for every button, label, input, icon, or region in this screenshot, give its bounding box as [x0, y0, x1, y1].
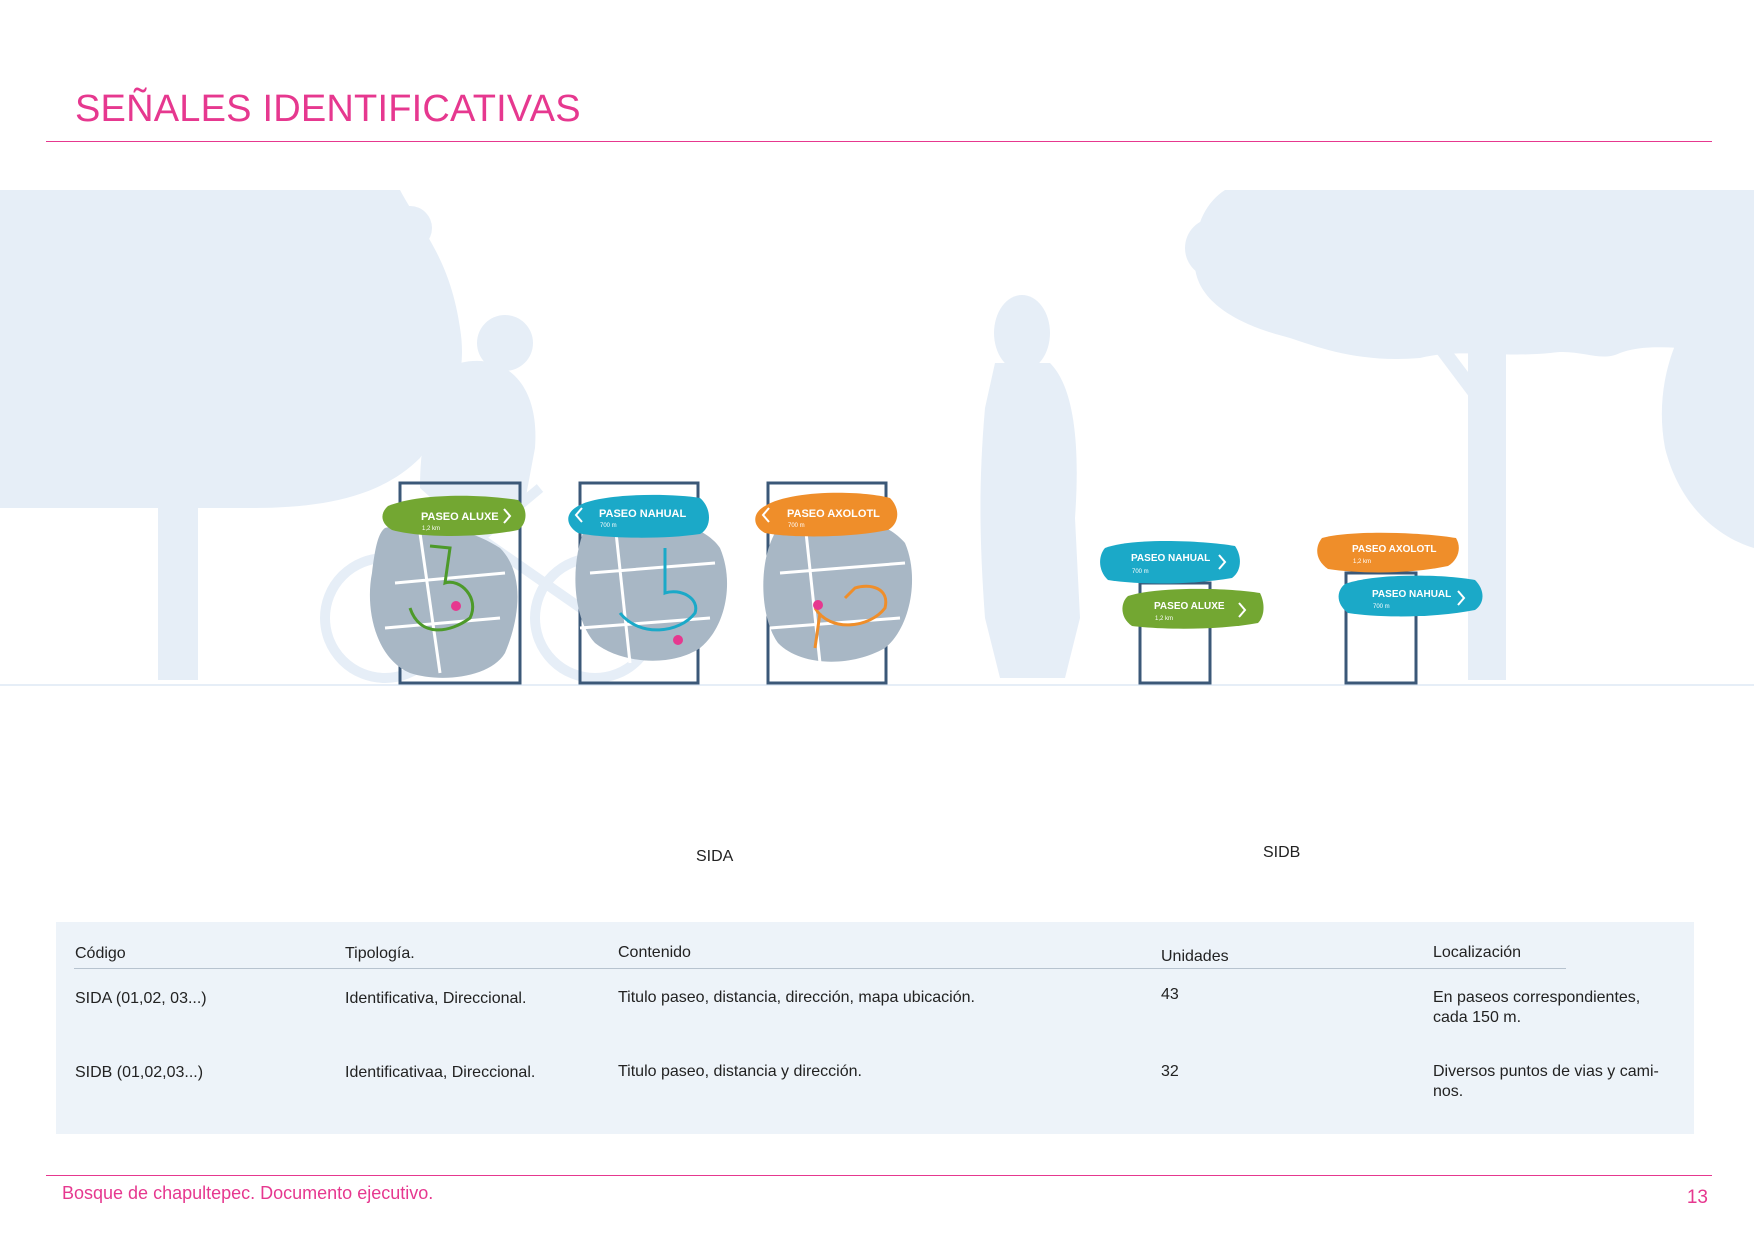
- cell-codigo: SIDA (01,02, 03...): [75, 990, 207, 1007]
- tree-right-branch: [1410, 308, 1480, 398]
- sign-distance: 700 m: [1132, 569, 1149, 575]
- tree-right-fruit: [1185, 218, 1245, 278]
- location-marker: [813, 600, 823, 610]
- sign-distance: 1,2 km: [1353, 559, 1371, 565]
- sign-title: PASEO ALUXE: [1154, 601, 1225, 612]
- tree-right: [1194, 190, 1754, 359]
- sidb-sign-1: PASEO NAHUAL 700 m PASEO ALUXE 1,2 km: [1100, 541, 1264, 685]
- tree-left-fruit: [388, 206, 432, 250]
- header-localizacion: Localización: [1433, 944, 1522, 961]
- cell-unidades: 32: [1161, 1063, 1179, 1080]
- sign-distance: 1,2 km: [1155, 616, 1173, 622]
- signage-illustration: PASEO ALUXE 1,2 km PASEO NAHUAL 700 m PA…: [0, 190, 1754, 686]
- route-line: [813, 584, 888, 649]
- sign-blade: [382, 495, 526, 536]
- sign-distance: 700 m: [600, 523, 617, 529]
- header-unidades: Unidades: [1161, 948, 1229, 965]
- tree-left: [0, 190, 462, 508]
- woman-head: [994, 295, 1050, 371]
- sign-title: PASEO NAHUAL: [599, 508, 686, 520]
- cell-tipologia: Identificativaa, Direccional.: [345, 1064, 536, 1081]
- sign-blade-axolotl: [1317, 532, 1459, 573]
- sign-title: PASEO ALUXE: [421, 511, 499, 523]
- sign-title: PASEO AXOLOTL: [1352, 544, 1436, 555]
- tree-left-trunk: [158, 488, 198, 680]
- sida-label: SIDA: [696, 848, 734, 865]
- chevron-right-icon: [1218, 554, 1227, 570]
- spec-table: Código Tipología. Contenido Unidades Loc…: [56, 922, 1694, 1134]
- sign-blade-nahual: [1338, 575, 1483, 617]
- sign-title: PASEO NAHUAL: [1372, 589, 1451, 600]
- route-line: [408, 544, 475, 632]
- chevron-left-icon: [574, 507, 583, 523]
- sign-title: PASEO AXOLOTL: [787, 508, 880, 520]
- location-map: [763, 516, 913, 662]
- sign-distance: 1,2 km: [422, 526, 440, 532]
- sign-blade-nahual: [1100, 541, 1240, 584]
- header-tipologia: Tipología.: [345, 945, 415, 962]
- sign-blade: [755, 492, 898, 537]
- page-number: 13: [1686, 1187, 1708, 1208]
- location-marker: [673, 635, 683, 645]
- cell-contenido: Titulo paseo, distancia y dirección.: [618, 1063, 862, 1080]
- title-divider: [46, 141, 1712, 142]
- chevron-left-icon: [761, 507, 770, 523]
- sign-post-frame: [1344, 571, 1418, 685]
- location-map: [369, 524, 518, 678]
- tree-far-right: [1661, 258, 1754, 548]
- map-roads: [384, 532, 506, 674]
- chevron-right-icon: [1457, 590, 1466, 606]
- page-title: SEÑALES IDENTIFICATIVAS: [75, 88, 581, 130]
- sidb-sign-2: PASEO AXOLOTL 1,2 km PASEO NAHUAL 700 m: [1317, 532, 1483, 685]
- ground-line: [0, 684, 1754, 686]
- sidb-label: SIDB: [1263, 844, 1301, 861]
- sign-blade: [568, 494, 709, 538]
- cell-codigo: SIDB (01,02,03...): [75, 1064, 204, 1081]
- cyclist-head: [477, 315, 533, 371]
- cell-unidades: 43: [1161, 986, 1179, 1003]
- header-codigo: Código: [75, 945, 126, 962]
- cell-contenido: Titulo paseo, distancia, dirección, mapa…: [618, 989, 975, 1006]
- chevron-right-icon: [503, 508, 512, 524]
- sign-blade-aluxe: [1122, 588, 1264, 629]
- sign-distance: 700 m: [788, 523, 805, 529]
- location-marker: [451, 601, 461, 611]
- chevron-right-icon: [1238, 602, 1247, 618]
- cell-localizacion: Diversos puntos de vias y cami-nos.: [1433, 1063, 1659, 1100]
- footer-text: Bosque de chapultepec. Documento ejecuti…: [62, 1183, 434, 1203]
- cell-tipologia: Identificativa, Direccional.: [345, 990, 527, 1007]
- cyclist-body: [420, 360, 536, 533]
- sida-sign-aluxe: PASEO ALUXE 1,2 km: [369, 481, 526, 685]
- sida-sign-nahual: PASEO NAHUAL 700 m: [568, 481, 728, 685]
- sida-sign-axolotl: PASEO AXOLOTL 700 m: [755, 481, 913, 685]
- cell-localizacion: En paseos correspondientes, cada 150 m.: [1433, 989, 1641, 1026]
- route-line: [618, 548, 698, 632]
- header-divider: [74, 968, 1566, 969]
- footer-divider: [46, 1175, 1712, 1176]
- location-map: [575, 517, 728, 661]
- woman-body: [980, 363, 1080, 678]
- sign-title: PASEO NAHUAL: [1131, 553, 1210, 564]
- sign-distance: 700 m: [1373, 604, 1390, 610]
- header-contenido: Contenido: [618, 944, 691, 961]
